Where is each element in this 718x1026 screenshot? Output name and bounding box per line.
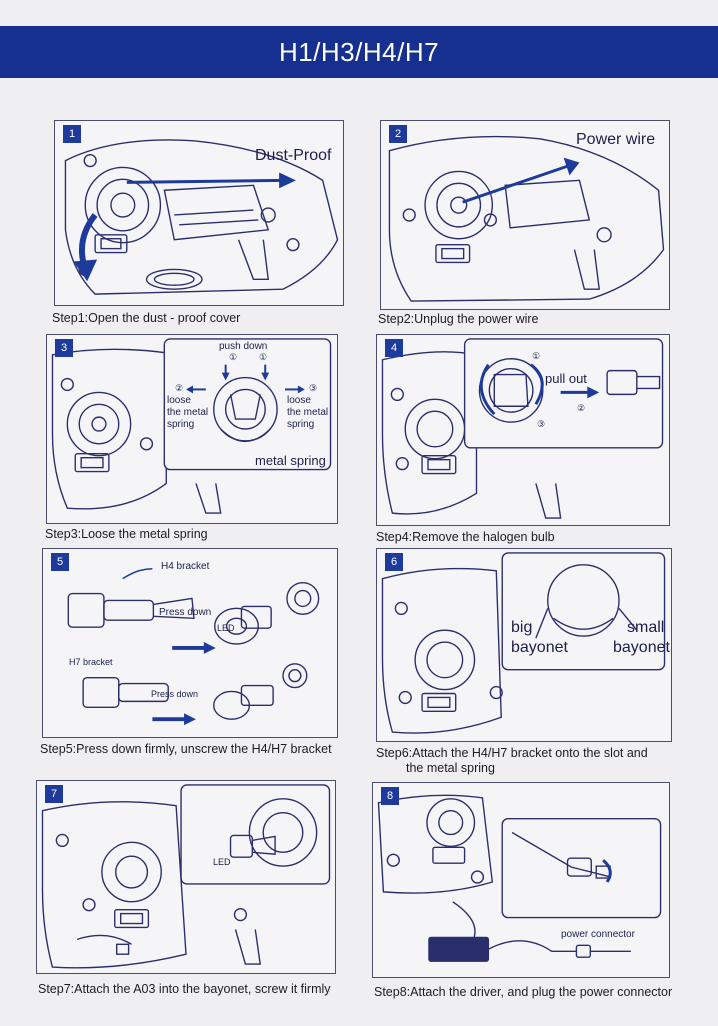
label-n1b: ① xyxy=(259,352,268,362)
label-loose-left: loose xyxy=(167,395,191,406)
step-6-caption-line1: Step6:Attach the H4/H7 bracket onto the … xyxy=(376,746,648,760)
step-6-illustration: 6 big bayonet small bayonet xyxy=(376,548,672,742)
step-5-illustration: 5 H4 bracket Press down LED H7 bracket P… xyxy=(42,548,338,738)
label-power-connector: power connector xyxy=(561,929,635,940)
label-led: LED xyxy=(213,857,231,867)
step-2-illustration: 2 Power wire xyxy=(380,120,670,310)
label-spring-right: spring xyxy=(287,419,315,430)
label-h7-bracket: H7 bracket xyxy=(69,657,113,667)
label-n3: ③ xyxy=(309,383,318,393)
label-pull-out: pull out xyxy=(545,371,587,386)
step-5-caption: Step5:Press down firmly, unscrew the H4/… xyxy=(40,742,332,756)
label-press-down-1: Press down xyxy=(159,607,212,618)
step-7-caption: Step7:Attach the A03 into the bayonet, s… xyxy=(38,982,331,996)
step-6-badge: 6 xyxy=(385,553,403,571)
bracket-drawing xyxy=(67,568,320,726)
driver-drawing xyxy=(377,794,662,962)
label-n2: ② xyxy=(577,403,586,413)
label-push-down: push down xyxy=(219,341,268,352)
headlight-drawing xyxy=(388,135,665,302)
label-power-wire: Power wire xyxy=(576,131,656,148)
step-1-badge: 1 xyxy=(63,125,81,143)
label-bayonet-right: bayonet xyxy=(613,639,670,656)
label-led: LED xyxy=(217,623,235,633)
step-2-caption: Step2:Unplug the power wire xyxy=(378,312,539,326)
headlight-drawing xyxy=(381,552,666,734)
label-n1a: ① xyxy=(229,352,238,362)
step-3-illustration: 3 push down ① ① ② ③ loose the metal spri… xyxy=(46,334,338,524)
step-5-badge: 5 xyxy=(51,553,69,571)
step-3-badge: 3 xyxy=(55,339,73,357)
step-2-badge: 2 xyxy=(389,125,407,143)
label-bayonet-left: bayonet xyxy=(511,639,568,656)
label-n2: ② xyxy=(175,383,184,393)
headlight-drawing xyxy=(41,784,331,969)
label-n3: ③ xyxy=(537,419,546,429)
step-7-illustration: 7 LED xyxy=(36,780,336,974)
label-n1a: ① xyxy=(532,351,541,361)
label-metal-spring: metal spring xyxy=(255,453,326,468)
step-6-caption-line2: the metal spring xyxy=(406,761,495,775)
step-8-badge: 8 xyxy=(381,787,399,805)
label-press-down-2: Press down xyxy=(151,689,199,699)
label-spring-left: spring xyxy=(167,419,195,430)
page-title: H1/H3/H4/H7 xyxy=(278,36,440,67)
headlight-drawing xyxy=(64,139,339,295)
step-8-caption: Step8:Attach the driver, and plug the po… xyxy=(374,985,673,999)
label-metal-right: the metal xyxy=(287,407,329,418)
label-metal-left: the metal xyxy=(167,407,209,418)
label-small: small xyxy=(627,619,665,636)
step-4-illustration: 4 ① ③ ② pull out xyxy=(376,334,670,526)
step-4-badge: 4 xyxy=(385,339,403,357)
label-loose-right: loose xyxy=(287,395,311,406)
step-1-caption: Step1:Open the dust - proof cover xyxy=(52,311,241,325)
step-8-illustration: 8 power connector xyxy=(372,782,670,978)
step-7-badge: 7 xyxy=(45,785,63,803)
step-4-caption: Step4:Remove the halogen bulb xyxy=(376,530,555,544)
headlight-drawing xyxy=(51,338,332,514)
step-3-caption: Step3:Loose the metal spring xyxy=(45,527,208,541)
label-dust-proof: Dust-Proof xyxy=(255,147,332,164)
header-banner: H1/H3/H4/H7 xyxy=(0,26,718,78)
label-big: big xyxy=(511,619,533,636)
label-h4-bracket: H4 bracket xyxy=(161,561,210,572)
step-1-illustration: 1 Dust-Proof xyxy=(54,120,344,306)
headlight-drawing xyxy=(381,338,664,519)
